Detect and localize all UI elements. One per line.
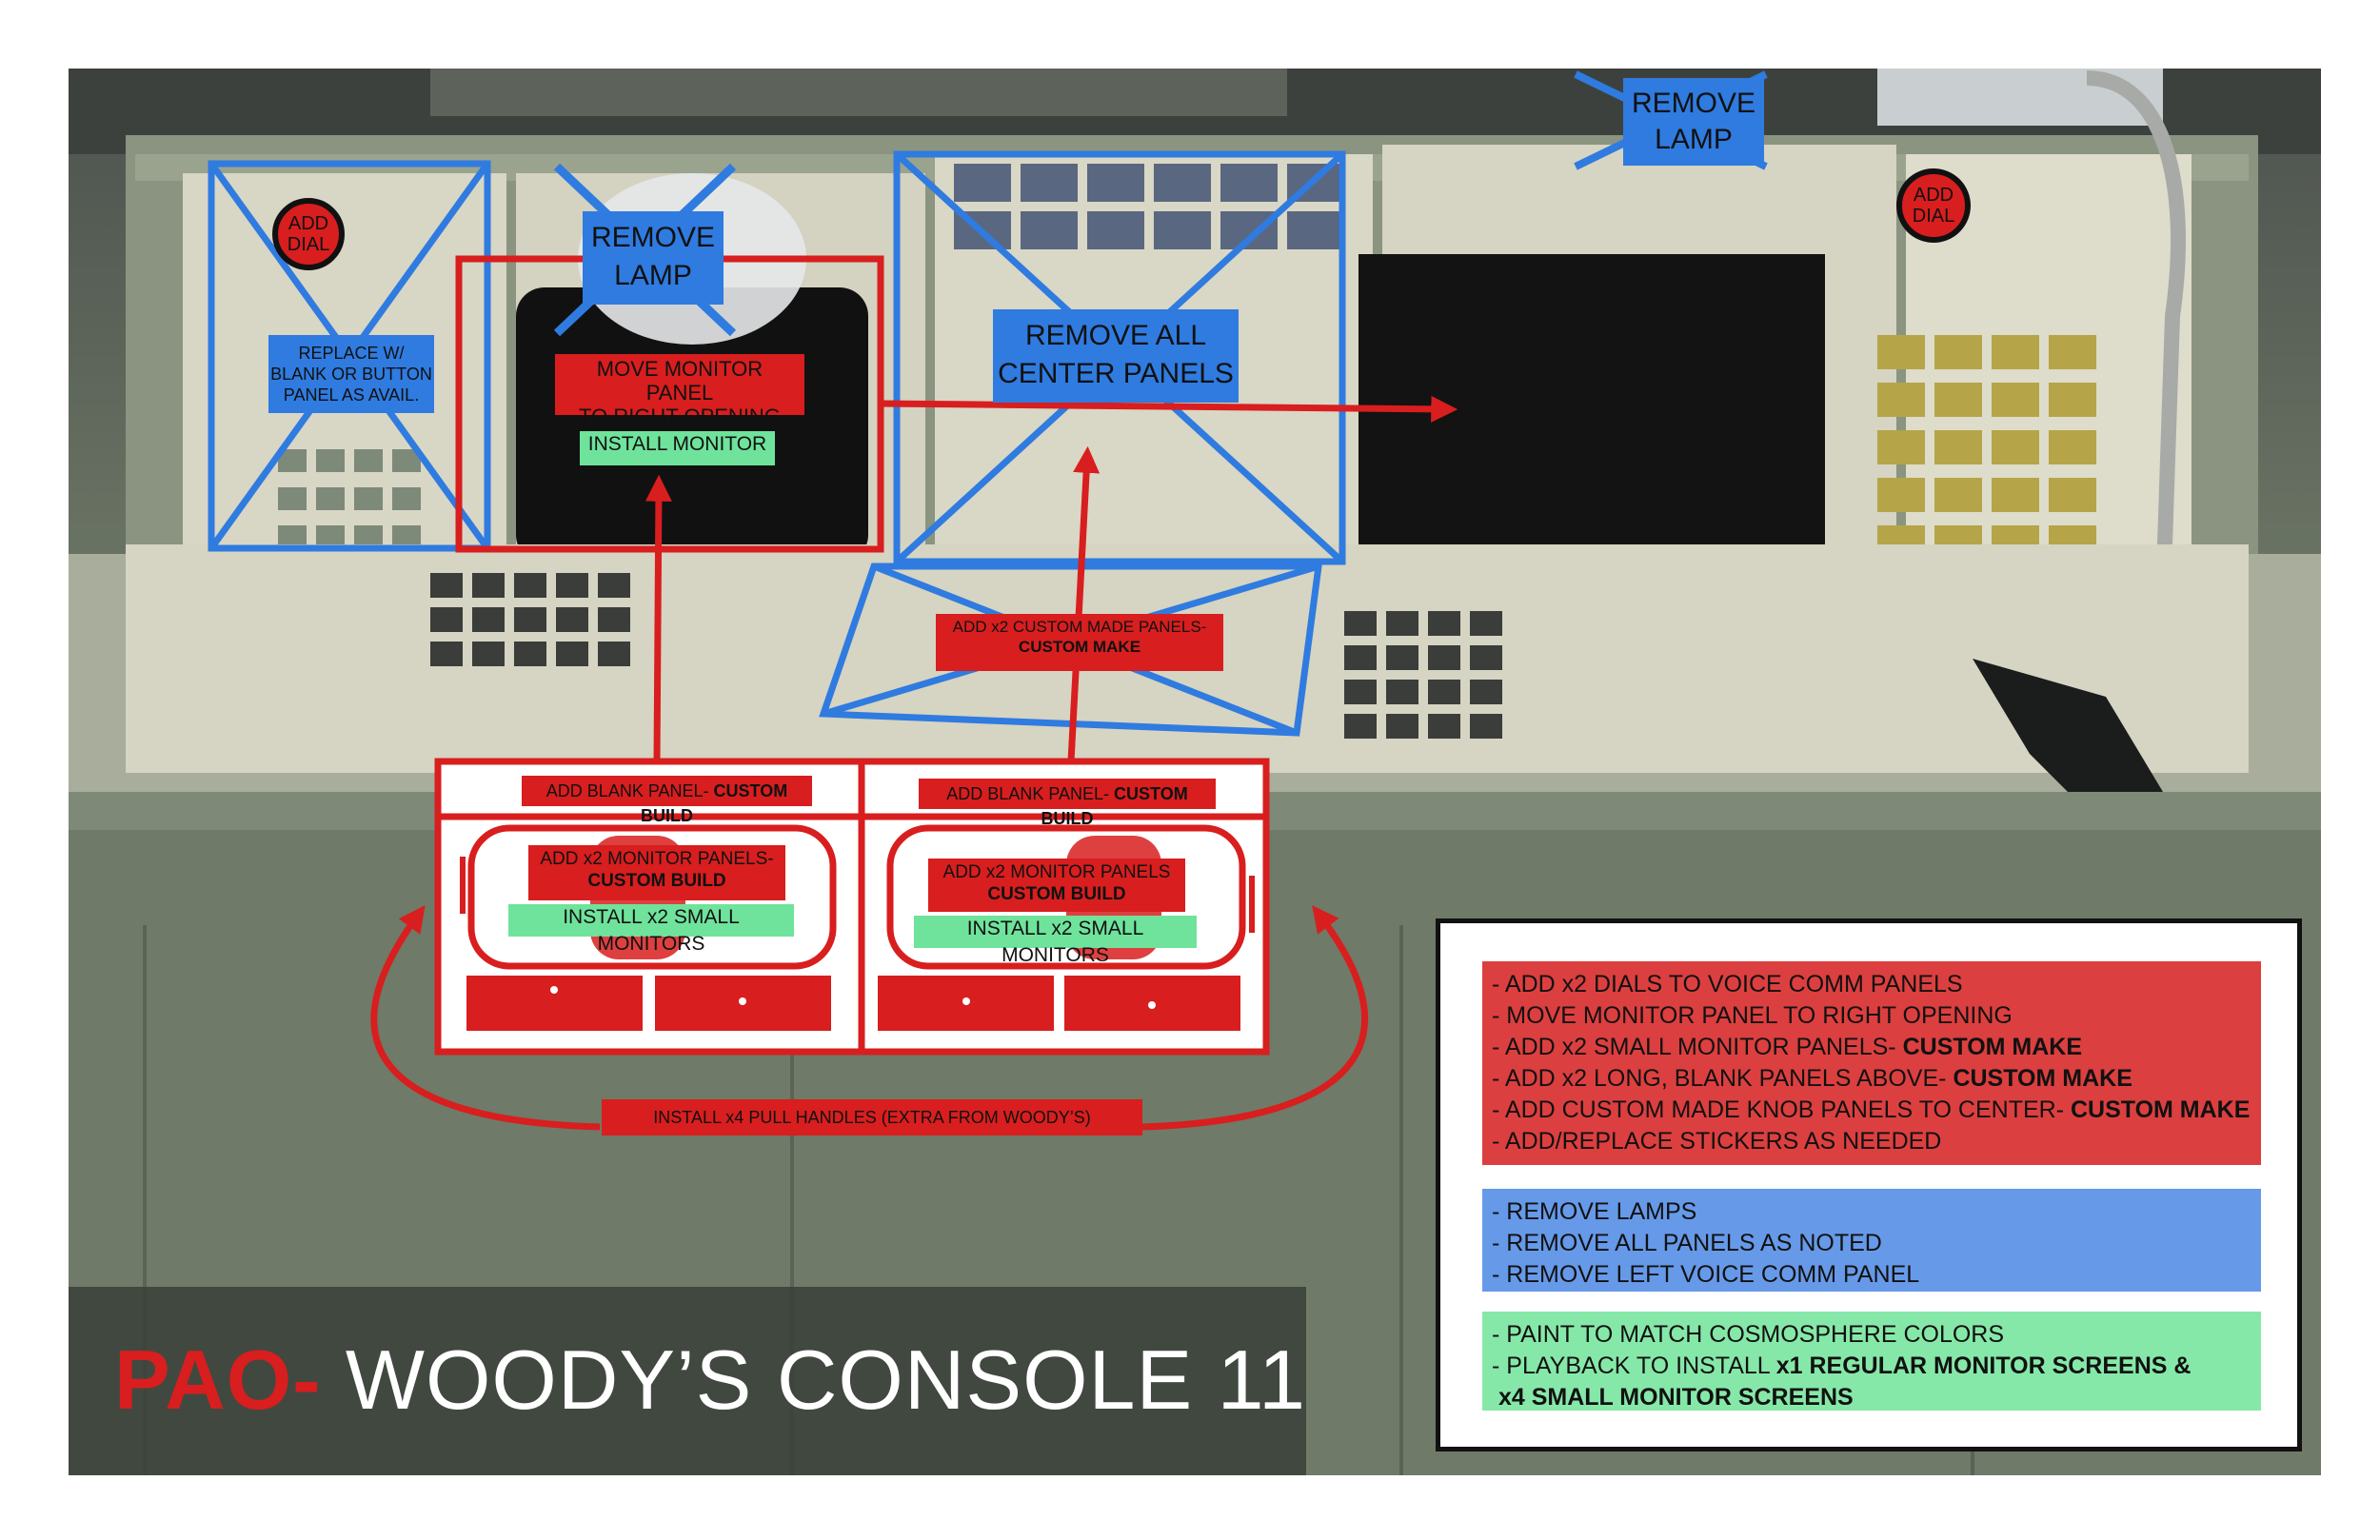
custom-knob-line-1: ADD x2 CUSTOM MADE PANELS- xyxy=(952,618,1207,636)
blank-panel-right-bold: CUSTOM BUILD xyxy=(1041,784,1188,828)
blank-panel-right-label: ADD BLANK PANEL- CUSTOM BUILD xyxy=(919,779,1216,828)
monitor-panels-left-label: ADD x2 MONITOR PANELS- CUSTOM BUILD xyxy=(528,845,785,900)
pull-handles-label: INSTALL x4 PULL HANDLES (EXTRA FROM WOOD… xyxy=(602,1099,1142,1135)
arrow-handle-left xyxy=(370,904,601,1131)
remove-center-line-1: REMOVE ALL xyxy=(1024,320,1207,351)
legend-red-item: - ADD CUSTOM MADE KNOB PANELS TO CENTER-… xyxy=(1492,1096,2251,1123)
blank-panel-left-label: ADD BLANK PANEL- CUSTOM BUILD xyxy=(522,776,812,825)
title-prefix: PAO- xyxy=(114,1333,322,1427)
remove-lamp-line-1: REMOVE xyxy=(590,222,716,253)
remove-lamp-top-line-2: LAMP xyxy=(1655,124,1733,155)
blank-panel-left-text: ADD BLANK PANEL- xyxy=(545,781,709,800)
remove-lamp-label: REMOVE LAMP xyxy=(583,211,724,305)
add-dial-right-icon: ADD DIAL xyxy=(1896,168,1971,243)
monitor-panels-left-line-1: ADD x2 MONITOR PANELS- xyxy=(540,849,774,869)
add-dial-right-label: ADD DIAL xyxy=(1912,185,1955,227)
page-title: PAO- WOODY’S CONSOLE 11 xyxy=(114,1333,1306,1428)
move-monitor-line-2: TO RIGHT OPENING xyxy=(579,405,781,428)
remove-center-panels-label: REMOVE ALL CENTER PANELS xyxy=(993,309,1239,403)
remove-center-line-2: CENTER PANELS xyxy=(998,358,1234,389)
arrow-to-monitor-panel xyxy=(645,474,672,762)
legend-red-item: - ADD x2 LONG, BLANK PANELS ABOVE- CUSTO… xyxy=(1492,1065,2132,1092)
remove-lamp-top-line-1: REMOVE xyxy=(1631,88,1756,119)
replace-panel-line-3: PANEL AS AVAIL. xyxy=(283,385,420,405)
title-main: WOODY’S CONSOLE 11 xyxy=(345,1333,1306,1427)
remove-lamp-top-label: REMOVE LAMP xyxy=(1623,78,1764,166)
legend-green-item: - PAINT TO MATCH COSMOSPHERE COLORS xyxy=(1492,1321,2005,1348)
legend-red-section: - ADD x2 DIALS TO VOICE COMM PANELS - MO… xyxy=(1482,961,2261,1165)
arrow-handle-right xyxy=(1141,905,1368,1131)
install-monitor-label: INSTALL MONITOR xyxy=(580,431,775,465)
remove-lamp-line-2: LAMP xyxy=(614,260,692,291)
legend-green-section: - PAINT TO MATCH COSMOSPHERE COLORS - PL… xyxy=(1482,1312,2261,1411)
legend-blue-item: - REMOVE LEFT VOICE COMM PANEL xyxy=(1492,1261,1920,1288)
monitor-panels-right-line-2: CUSTOM BUILD xyxy=(987,884,1126,904)
legend-green-item: - PLAYBACK TO INSTALL x1 REGULAR MONITOR… xyxy=(1492,1352,2192,1379)
replace-panel-label: REPLACE W/ BLANK OR BUTTON PANEL AS AVAI… xyxy=(268,335,434,413)
legend-blue-item: - REMOVE LAMPS xyxy=(1492,1198,1697,1225)
install-monitor-text: INSTALL MONITOR xyxy=(587,433,767,455)
replace-panel-line-2: BLANK OR BUTTON xyxy=(270,365,432,384)
add-dial-left-icon: ADD DIAL xyxy=(272,198,345,270)
custom-knob-panels-label: ADD x2 CUSTOM MADE PANELS- CUSTOM MAKE xyxy=(936,614,1223,671)
legend-red-item: - ADD x2 DIALS TO VOICE COMM PANELS xyxy=(1492,971,1963,997)
small-monitors-right-label: INSTALL x2 SMALL MONITORS xyxy=(914,916,1197,966)
move-monitor-panel-label: MOVE MONITOR PANEL TO RIGHT OPENING xyxy=(555,354,804,428)
arrow-to-right-opening xyxy=(880,395,1458,423)
monitor-panels-right-line-1: ADD x2 MONITOR PANELS xyxy=(942,862,1171,882)
small-monitors-left-text: INSTALL x2 SMALL MONITORS xyxy=(563,906,740,955)
arrow-to-center-panels xyxy=(1067,445,1101,762)
move-monitor-line-1: MOVE MONITOR PANEL xyxy=(596,357,764,405)
small-monitors-right-text: INSTALL x2 SMALL MONITORS xyxy=(966,918,1144,966)
custom-knob-line-2: CUSTOM MAKE xyxy=(1018,638,1141,656)
monitor-panels-left-line-2: CUSTOM BUILD xyxy=(587,871,726,891)
legend-red-item: - ADD x2 SMALL MONITOR PANELS- CUSTOM MA… xyxy=(1492,1034,2083,1060)
blank-panel-left-bold: CUSTOM BUILD xyxy=(641,781,788,825)
replace-panel-line-1: REPLACE W/ xyxy=(298,344,405,363)
legend-blue-item: - REMOVE ALL PANELS AS NOTED xyxy=(1492,1230,1882,1256)
add-dial-left-label: ADD DIAL xyxy=(287,213,330,255)
legend-red-item: - ADD/REPLACE STICKERS AS NEEDED xyxy=(1492,1128,1942,1155)
legend-box: - ADD x2 DIALS TO VOICE COMM PANELS - MO… xyxy=(1436,918,2302,1451)
blank-panel-right-text: ADD BLANK PANEL- xyxy=(946,784,1110,803)
legend-blue-section: - REMOVE LAMPS - REMOVE ALL PANELS AS NO… xyxy=(1482,1189,2261,1292)
small-monitors-left-label: INSTALL x2 SMALL MONITORS xyxy=(508,904,794,955)
monitor-panels-right-label: ADD x2 MONITOR PANELS CUSTOM BUILD xyxy=(928,859,1185,912)
legend-green-item: x4 SMALL MONITOR SCREENS xyxy=(1497,1384,1854,1411)
legend-red-item: - MOVE MONITOR PANEL TO RIGHT OPENING xyxy=(1492,1002,2013,1029)
pull-handles-text: INSTALL x4 PULL HANDLES (EXTRA FROM WOOD… xyxy=(653,1108,1091,1127)
